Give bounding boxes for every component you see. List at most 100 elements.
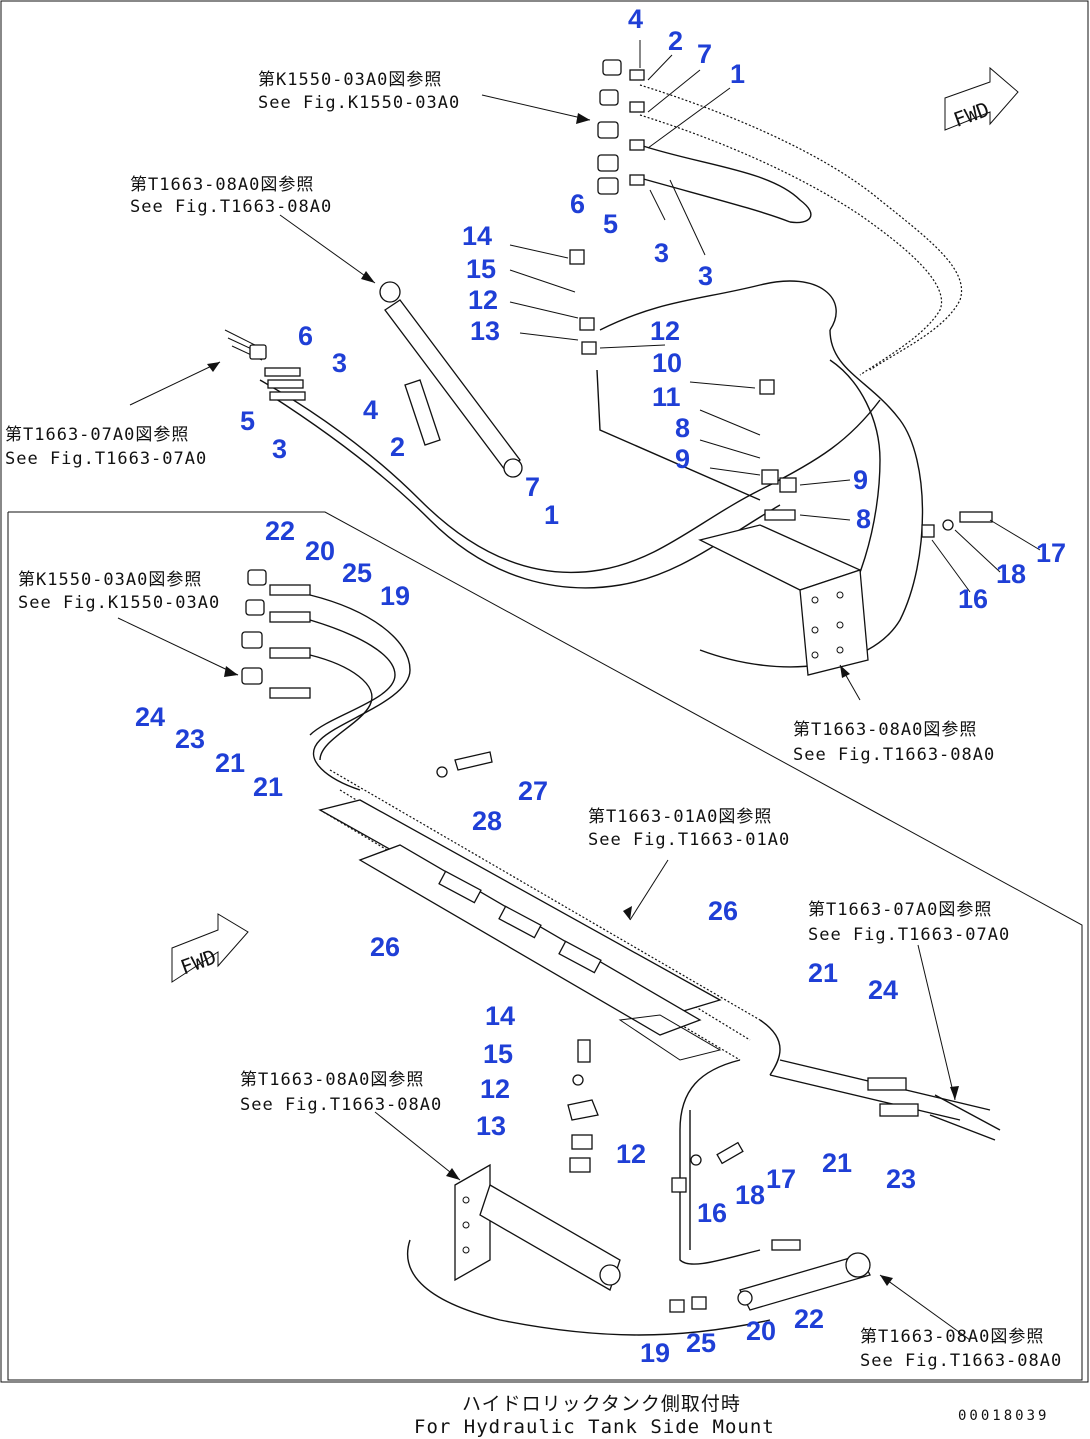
svg-text:第T1663-07A0図参照: 第T1663-07A0図参照 [808,900,992,920]
part-number: 15 [483,1039,513,1069]
part-number: 2 [390,432,405,462]
part-number: 19 [380,581,410,611]
part-number: 9 [675,444,690,474]
lower-clamps [436,751,1001,1313]
part-number: 11 [652,382,681,412]
part-number: 14 [485,1001,515,1031]
part-number: 9 [853,465,868,495]
fwd-arrow-lower: FWD [171,913,249,983]
part-number: 21 [822,1148,852,1178]
part-number: 15 [466,254,496,284]
svg-text:See Fig.T1663-08A0: See Fig.T1663-08A0 [860,1351,1062,1371]
ref-right-t1663-07: 第T1663-07A0図参照 See Fig.T1663-07A0 [808,900,1010,945]
leader-lines [117,40,1041,1341]
svg-text:See Fig.K1550-03A0: See Fig.K1550-03A0 [258,93,460,113]
part-number: 3 [272,434,287,464]
part-number: 8 [675,413,690,443]
caption-jp: ハイドロリックタンク側取付時 [462,1393,741,1415]
part-number: 3 [332,348,347,378]
part-number: 18 [735,1180,765,1210]
part-number: 24 [135,702,165,732]
ref-lower-k1550: 第K1550-03A0図参照 See Fig.K1550-03A0 [18,570,220,613]
fwd-arrow-upper: FWD [944,66,1019,132]
svg-text:第T1663-07A0図参照: 第T1663-07A0図参照 [5,425,189,445]
ref-br-t1663-08: 第T1663-08A0図参照 See Fig.T1663-08A0 [860,1327,1062,1371]
part-number: 6 [298,321,313,351]
part-number: 3 [654,238,669,268]
part-number: 20 [746,1316,776,1346]
left-fittings [224,329,306,401]
svg-text:See Fig.T1663-07A0: See Fig.T1663-07A0 [808,925,1010,945]
part-number: 20 [305,536,335,566]
upper-bracket [698,524,869,676]
svg-text:第T1663-08A0図参照: 第T1663-08A0図参照 [860,1327,1044,1347]
part-number: 3 [698,261,713,291]
part-number: 12 [468,285,498,315]
part-number: 13 [476,1111,506,1141]
part-number: 25 [342,558,372,588]
svg-text:See Fig.K1550-03A0: See Fig.K1550-03A0 [18,593,220,613]
part-number: 8 [856,504,871,534]
part-number: 23 [886,1164,916,1194]
part-number: 22 [265,516,295,546]
part-number: 7 [525,472,540,502]
part-numbers: 4 2 7 1 6 5 3 3 14 15 12 13 12 10 11 8 9… [135,4,1066,1368]
right-bolt [921,511,993,538]
part-number: 24 [868,975,898,1005]
svg-text:第T1663-08A0図参照: 第T1663-08A0図参照 [793,720,977,740]
outer-frame [0,0,1089,1383]
part-number: 27 [518,776,548,806]
part-number: 13 [470,316,500,346]
part-number: 26 [370,932,400,962]
drawing-code: 00018039 [958,1408,1049,1424]
part-number: 28 [472,806,502,836]
part-number: 17 [1036,538,1066,568]
part-number: 16 [697,1198,727,1228]
part-number: 16 [958,584,988,614]
part-number: 17 [766,1164,796,1194]
svg-text:See Fig.T1663-08A0: See Fig.T1663-08A0 [130,197,332,217]
part-number: 19 [640,1338,670,1368]
part-number: 4 [628,4,643,34]
inset-frame [7,511,1083,1381]
svg-text:第T1663-01A0図参照: 第T1663-01A0図参照 [588,807,772,827]
part-number: 21 [808,958,838,988]
part-number: 14 [462,221,492,251]
part-number: 5 [240,406,255,436]
svg-text:See Fig.T1663-08A0: See Fig.T1663-08A0 [793,745,995,765]
lower-fittings [241,569,311,699]
svg-text:第T1663-08A0図参照: 第T1663-08A0図参照 [130,175,314,195]
part-number: 1 [544,500,559,530]
part-number: 12 [616,1139,646,1169]
upper-cylinder [379,281,523,478]
svg-text:FWD: FWD [950,97,992,132]
part-number: 1 [730,59,745,89]
part-number: 23 [175,724,205,754]
part-number: 26 [708,896,738,926]
svg-text:第T1663-08A0図参照: 第T1663-08A0図参照 [240,1070,424,1090]
upper-fittings [597,59,645,195]
caption-en: For Hydraulic Tank Side Mount [414,1416,775,1438]
part-number: 22 [794,1304,824,1334]
part-number: 18 [996,559,1026,589]
lower-bracket [406,1163,771,1336]
part-number: 4 [363,395,378,425]
ref-right-t1663-08: 第T1663-08A0図参照 See Fig.T1663-08A0 [793,720,995,765]
part-number: 12 [480,1074,510,1104]
ref-upper-t1663-08: 第T1663-08A0図参照 See Fig.T1663-08A0 [130,175,332,217]
lower-cylinder [737,1252,871,1311]
part-number: 2 [668,26,683,56]
part-number: 6 [570,189,585,219]
lower-guard-plates [318,799,722,1061]
svg-text:See Fig.T1663-07A0: See Fig.T1663-07A0 [5,449,207,469]
upper-clamps [569,249,797,521]
part-number: 7 [697,39,712,69]
svg-text:See Fig.T1663-01A0: See Fig.T1663-01A0 [588,830,790,850]
part-number: 25 [686,1328,716,1358]
part-number: 21 [253,772,283,802]
ref-low-t1663-08: 第T1663-08A0図参照 See Fig.T1663-08A0 [240,1070,441,1115]
part-number: 12 [650,316,680,346]
part-number: 5 [603,209,618,239]
part-number: 21 [215,748,245,778]
